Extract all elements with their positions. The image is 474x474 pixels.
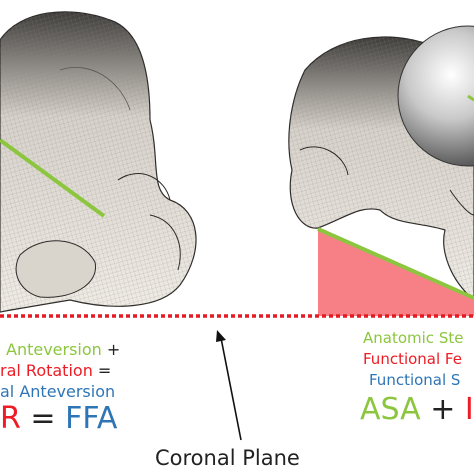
rotation-angle-wedge bbox=[318, 229, 474, 316]
equation-tail: I bbox=[464, 392, 474, 427]
anteversion-term: Anteversion bbox=[6, 340, 102, 359]
left-equation: R = FFA bbox=[0, 404, 117, 434]
coronal-plane-arrow-head bbox=[216, 330, 226, 342]
right-equation: ASA + I bbox=[360, 395, 474, 425]
right-line3: Functional S bbox=[369, 371, 461, 389]
equals-operator: = bbox=[97, 361, 112, 380]
femoral-head bbox=[397, 25, 474, 167]
plus-operator: + bbox=[106, 340, 121, 359]
left-femur bbox=[0, 11, 197, 313]
right-line1: Anatomic Ste bbox=[363, 329, 464, 347]
left-line3: al Anteversion bbox=[0, 384, 115, 400]
coronal-plane-label: Coronal Plane bbox=[155, 446, 300, 470]
head-axis-line bbox=[467, 94, 474, 102]
left-anteversion-axis bbox=[0, 138, 106, 218]
right-femur bbox=[288, 25, 474, 301]
equation-r: R bbox=[0, 401, 21, 436]
functional-anteversion-term: al Anteversion bbox=[0, 382, 116, 401]
equation-asa: ASA bbox=[360, 392, 421, 427]
right-line2: Functional Fe bbox=[363, 350, 462, 368]
rotation-term: ral Rotation bbox=[0, 361, 93, 380]
functional-axis-line bbox=[317, 227, 474, 300]
equation-ffa: FFA bbox=[65, 401, 118, 436]
left-line1: Anteversion + bbox=[6, 342, 120, 358]
left-line2: ral Rotation = bbox=[0, 363, 111, 379]
equation-plus: + bbox=[430, 392, 456, 427]
coronal-plane-arrow-shaft bbox=[220, 337, 242, 441]
equation-equals: = bbox=[30, 401, 56, 436]
